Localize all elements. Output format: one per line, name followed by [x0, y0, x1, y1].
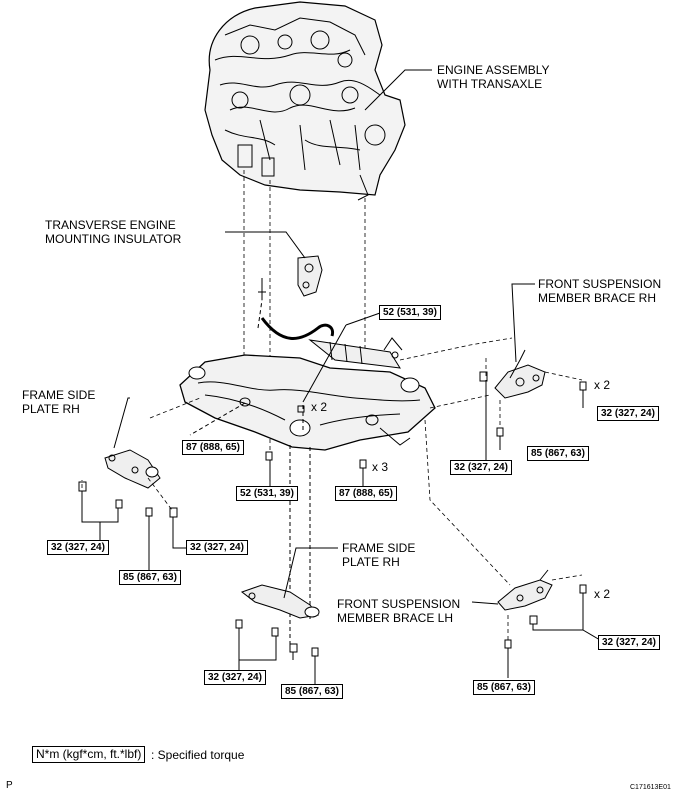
brace-lh-illustration [497, 569, 553, 611]
frame-rh-label-line1: FRAME SIDE [22, 388, 96, 402]
torque-32-brace-rh-left: 32 (327, 24) [450, 460, 512, 475]
engine-label-line2: WITH TRANSAXLE [437, 77, 543, 91]
frame-side-plate-2-bolts [235, 619, 319, 657]
multiplier-x3: x 3 [372, 460, 389, 474]
t52-top-leader2 [302, 324, 347, 403]
steering-rack-illustration [260, 317, 403, 369]
suspension-crossmember-illustration [179, 354, 436, 451]
brace-lh-label-line2: MEMBER BRACE LH [337, 611, 454, 625]
engine-leader [364, 69, 432, 111]
frame-rh2-label-line2: PLATE RH [342, 555, 400, 569]
insulator-leader [225, 231, 306, 259]
frame-rh2-label-line1: FRAME SIDE [342, 541, 416, 555]
brace-rh-label-line1: FRONT SUSPENSION [538, 277, 662, 291]
legend-description: : Specified torque [151, 748, 245, 762]
brace-rh-illustration [494, 349, 546, 399]
t87-left-leader [189, 402, 246, 436]
torque-32-frame2: 32 (327, 24) [204, 670, 266, 685]
multiplier-x2-brace-rh: x 2 [594, 378, 611, 392]
frame-side-plate-leader [113, 397, 130, 449]
frame-side-plate-rh2-label: FRAME SIDE PLATE RH [342, 541, 415, 569]
torque-85-frame: 85 (867, 63) [119, 570, 181, 585]
front-suspension-brace-lh-label: FRONT SUSPENSION MEMBER BRACE LH [337, 597, 460, 625]
torque-32-brace-rh-right: 32 (327, 24) [597, 406, 659, 421]
frame-side-plate-bolts [78, 481, 178, 518]
torque-52-bottom: 52 (531, 39) [236, 486, 298, 501]
multiplier-x2-brace-lh: x 2 [594, 587, 611, 601]
front-suspension-brace-rh-label: FRONT SUSPENSION MEMBER BRACE RH [538, 277, 661, 305]
frame-side-plate-rh-illustration [104, 449, 161, 489]
insulator-label-line2: MOUNTING INSULATOR [45, 232, 182, 246]
torque-32-frame-left: 32 (327, 24) [47, 540, 109, 555]
insulator-label-line1: TRANSVERSE ENGINE [45, 218, 176, 232]
mounting-insulator-label: TRANSVERSE ENGINE MOUNTING INSULATOR [45, 218, 181, 246]
mounting-insulator-illustration [257, 255, 323, 329]
engine-label-line1: ENGINE ASSEMBLY [437, 63, 550, 77]
figure-code: C171613E01 [630, 784, 671, 791]
torque-85-frame2: 85 (867, 63) [281, 684, 343, 699]
torque-87-left: 87 (888, 65) [182, 440, 244, 455]
multiplier-x2-center: x 2 [311, 400, 328, 414]
frame-side-plate-rh2-illustration [240, 584, 320, 619]
brace-rh-bolts [479, 371, 587, 450]
brace-lh-label-line1: FRONT SUSPENSION [337, 597, 461, 611]
brace-lh-leader [471, 601, 499, 605]
brace-rh-label-line2: MEMBER BRACE RH [538, 291, 657, 305]
frame-side-plate-2-leader [283, 547, 338, 599]
torque-32-frame-right: 32 (327, 24) [186, 540, 248, 555]
torque-52-top: 52 (531, 39) [379, 305, 441, 320]
corner-letter: P [6, 780, 13, 791]
engine-assembly-label: ENGINE ASSEMBLY WITH TRANSAXLE [437, 63, 549, 91]
frame-rh-label-line2: PLATE RH [22, 402, 80, 416]
torque-85-brace-rh: 85 (867, 63) [527, 446, 589, 461]
frame-side-plate-rh-label: FRAME SIDE PLATE RH [22, 388, 95, 416]
t52-top-leader [345, 312, 381, 326]
legend-torque-unit-key: N*m (kgf*cm, ft.*lbf) [32, 746, 146, 763]
torque-85-brace-lh: 85 (867, 63) [473, 680, 535, 695]
torque-32-brace-lh: 32 (327, 24) [598, 635, 660, 650]
torque-87-right: 87 (888, 65) [335, 486, 397, 501]
brace-rh-leader [511, 283, 535, 363]
engine-assembly-illustration [204, 1, 406, 201]
